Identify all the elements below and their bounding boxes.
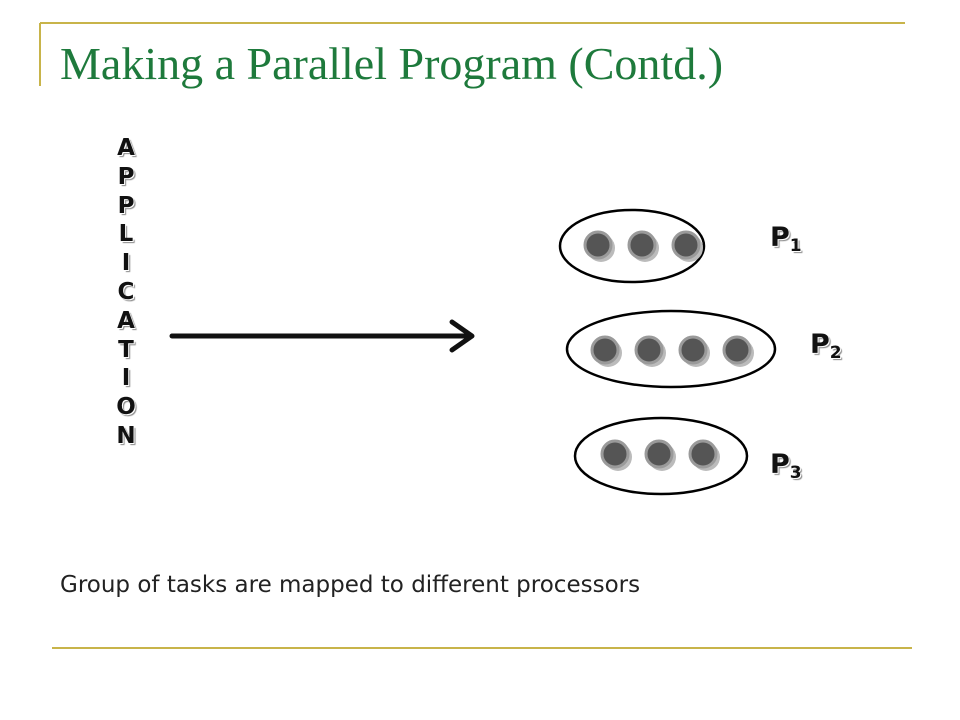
application-letter: P — [117, 192, 135, 219]
task-dot — [671, 230, 701, 260]
application-letter: C — [117, 278, 135, 305]
caption: Group of tasks are mapped to different p… — [60, 572, 641, 598]
task-dot — [600, 439, 630, 469]
application-letter: I — [121, 365, 131, 392]
application-letter: L — [118, 221, 134, 248]
processor-groups — [558, 208, 777, 496]
task-dot — [722, 335, 752, 365]
slide-title: Making a Parallel Program (Contd.) — [60, 38, 724, 89]
application-letter: T — [118, 336, 134, 363]
application-letter: P — [117, 163, 135, 190]
processor-3-ellipse — [573, 416, 749, 496]
processor-label-p2: P2 — [810, 329, 842, 363]
processor-label-p3: P3 — [770, 449, 802, 483]
task-dot — [583, 230, 613, 260]
task-dot — [634, 335, 664, 365]
task-dot — [678, 335, 708, 365]
application-letter: O — [116, 394, 136, 421]
task-dot — [688, 439, 718, 469]
application-letter: A — [117, 307, 135, 334]
application-letter: N — [116, 422, 136, 449]
task-dot — [644, 439, 674, 469]
processor-label-p1: P1 — [770, 222, 802, 256]
task-dot — [590, 335, 620, 365]
task-dot — [627, 230, 657, 260]
application-letter: A — [117, 135, 135, 161]
processor-1-ellipse — [558, 208, 706, 284]
processor-2-ellipse — [565, 309, 777, 389]
application-letter: I — [121, 250, 131, 277]
mapping-arrow — [169, 319, 475, 353]
